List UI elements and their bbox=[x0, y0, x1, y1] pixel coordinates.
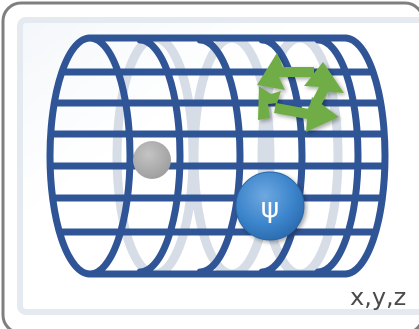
cycle-arrow bbox=[274, 97, 339, 132]
front-rim bbox=[46, 34, 134, 278]
cycle-arrow bbox=[258, 86, 281, 120]
cross-section-arc bbox=[196, 36, 244, 276]
psi-circle-icon: ψ bbox=[235, 171, 305, 241]
inner-rings bbox=[112, 38, 343, 274]
cross-section-arc bbox=[136, 36, 184, 276]
back-rim bbox=[341, 34, 389, 278]
horizontal-rails bbox=[50, 68, 385, 236]
wavefunction-sphere bbox=[235, 171, 305, 241]
inner-ring bbox=[189, 38, 275, 274]
cycle-arrow bbox=[257, 53, 314, 90]
cylinder-lattice bbox=[46, 34, 389, 278]
grey-sphere-icon bbox=[133, 141, 171, 179]
cross-section-arc bbox=[258, 36, 306, 276]
cross-section-arc bbox=[314, 36, 362, 276]
recycle-arrows-icon bbox=[257, 53, 344, 132]
inner-ring bbox=[257, 38, 343, 274]
coordinate-label: x,y,z bbox=[350, 283, 407, 311]
psi-symbol: ψ bbox=[261, 191, 279, 224]
